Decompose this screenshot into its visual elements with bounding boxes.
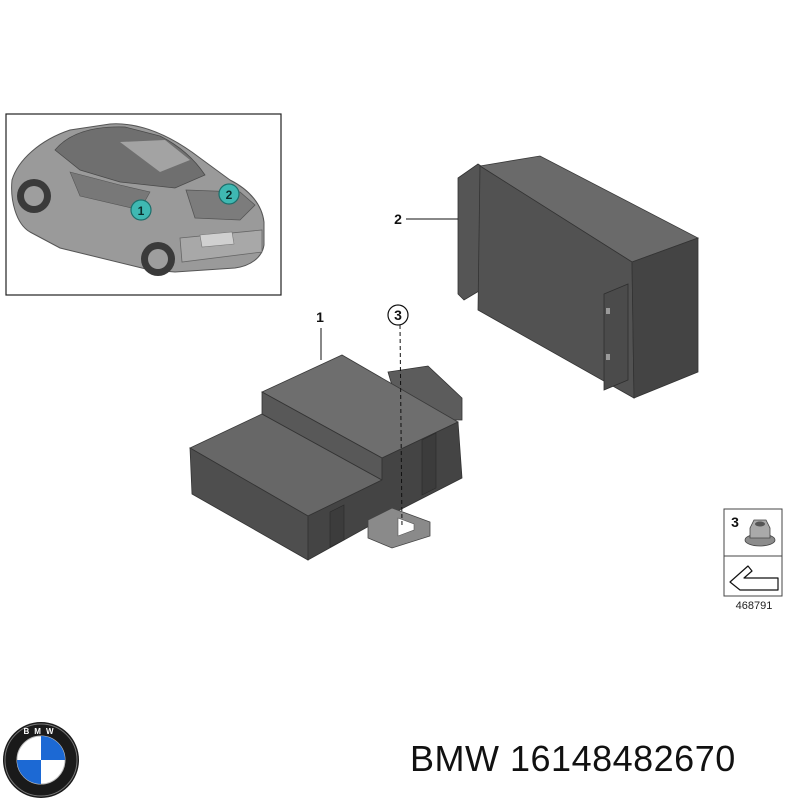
hardware-item-number: 3 — [731, 514, 739, 530]
part-brand: BMW — [410, 738, 500, 779]
callout-3-label: 3 — [394, 307, 402, 323]
callout-3: 3 — [387, 304, 409, 529]
callout-2-label: 2 — [394, 211, 402, 227]
part-caption: BMW 16148482670 — [410, 738, 795, 786]
location-marker-2-label: 2 — [226, 188, 233, 202]
callout-1-label: 1 — [316, 309, 324, 325]
control-module-1 — [189, 354, 463, 561]
callout-1: 1 — [316, 309, 324, 360]
flange-nut-icon — [744, 519, 776, 547]
control-module-2 — [457, 155, 699, 399]
bmw-logo-letters: BMW — [24, 727, 59, 736]
location-marker-1: 1 — [130, 199, 152, 221]
car-illustration — [11, 123, 265, 276]
hardware-reference-code: 468791 — [736, 600, 773, 612]
callout-2: 2 — [394, 211, 458, 227]
hardware-legend-box: 3 468791 — [723, 508, 783, 612]
vehicle-location-inset: 1 2 — [5, 113, 282, 296]
part-number: 16148482670 — [510, 738, 736, 779]
bmw-logo: BMW — [3, 722, 79, 798]
location-marker-1-label: 1 — [138, 204, 145, 218]
location-marker-2: 2 — [218, 183, 240, 205]
tightening-arrow-icon — [729, 565, 779, 591]
